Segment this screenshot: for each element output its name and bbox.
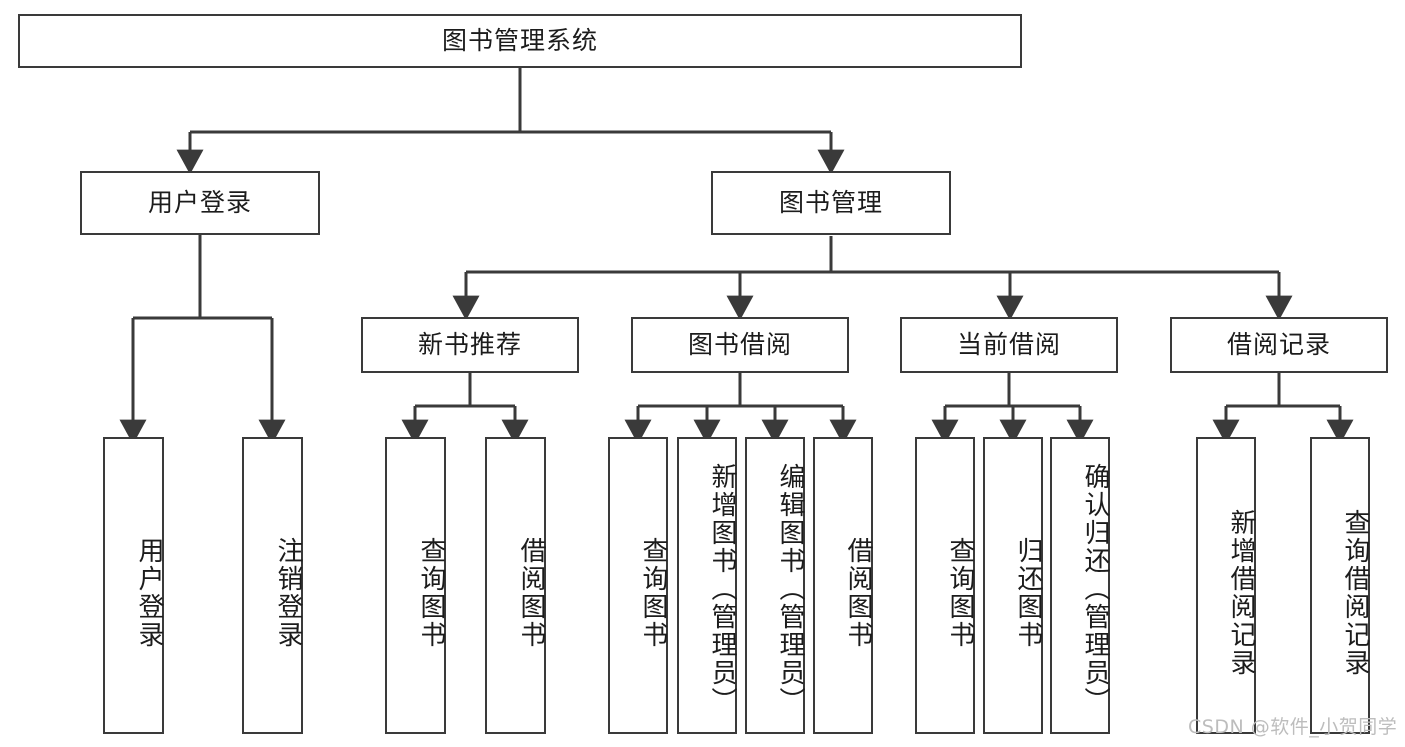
node-label: 图书借阅: [687, 329, 792, 359]
leaf-borrow-edit-book-admin[interactable]: 编辑图书（管理员）: [745, 437, 805, 734]
node-label: 注销登录: [273, 536, 303, 649]
leaf-borrow-query-book[interactable]: 查询图书: [608, 437, 668, 734]
leaf-user-login-login[interactable]: 用户登录: [103, 437, 164, 734]
node-label: 用户登录: [147, 187, 252, 217]
node-new-book-recommend[interactable]: 新书推荐: [361, 317, 579, 373]
node-label: 借阅图书: [843, 536, 873, 649]
node-label: 查询借阅记录: [1340, 508, 1370, 677]
node-current-borrow[interactable]: 当前借阅: [900, 317, 1118, 373]
leaf-current-query-book[interactable]: 查询图书: [915, 437, 975, 734]
node-book-borrow[interactable]: 图书借阅: [631, 317, 849, 373]
node-label: 图书管理: [778, 187, 883, 217]
node-label: 用户登录: [134, 536, 164, 649]
leaf-new-book-borrow[interactable]: 借阅图书: [485, 437, 546, 734]
node-label: 借阅图书: [516, 536, 546, 649]
node-label: 新书推荐: [417, 329, 522, 359]
node-label: 当前借阅: [956, 329, 1061, 359]
watermark: CSDN @软件_小贺同学: [1188, 716, 1398, 738]
node-label: 图书管理系统: [441, 25, 598, 55]
leaf-record-query-borrow-record[interactable]: 查询借阅记录: [1310, 437, 1370, 734]
node-label: 查询图书: [638, 536, 668, 649]
node-user-login[interactable]: 用户登录: [80, 171, 320, 235]
node-label: 新增图书（管理员）: [707, 462, 737, 715]
leaf-current-return-book[interactable]: 归还图书: [983, 437, 1043, 734]
node-borrow-record[interactable]: 借阅记录: [1170, 317, 1388, 373]
leaf-record-add-borrow-record[interactable]: 新增借阅记录: [1196, 437, 1256, 734]
node-label: 归还图书: [1013, 536, 1043, 649]
node-label: 借阅记录: [1226, 329, 1331, 359]
leaf-user-login-logout[interactable]: 注销登录: [242, 437, 303, 734]
leaf-current-confirm-return-admin[interactable]: 确认归还（管理员）: [1050, 437, 1110, 734]
node-label: 查询图书: [416, 536, 446, 649]
leaf-new-book-query[interactable]: 查询图书: [385, 437, 446, 734]
node-book-management[interactable]: 图书管理: [711, 171, 951, 235]
leaf-borrow-borrow-book[interactable]: 借阅图书: [813, 437, 873, 734]
node-label: 确认归还（管理员）: [1080, 462, 1110, 715]
leaf-borrow-add-book-admin[interactable]: 新增图书（管理员）: [677, 437, 737, 734]
node-label: 查询图书: [945, 536, 975, 649]
node-label: 新增借阅记录: [1226, 508, 1256, 677]
node-root-system[interactable]: 图书管理系统: [18, 14, 1022, 68]
node-label: 编辑图书（管理员）: [775, 462, 805, 715]
